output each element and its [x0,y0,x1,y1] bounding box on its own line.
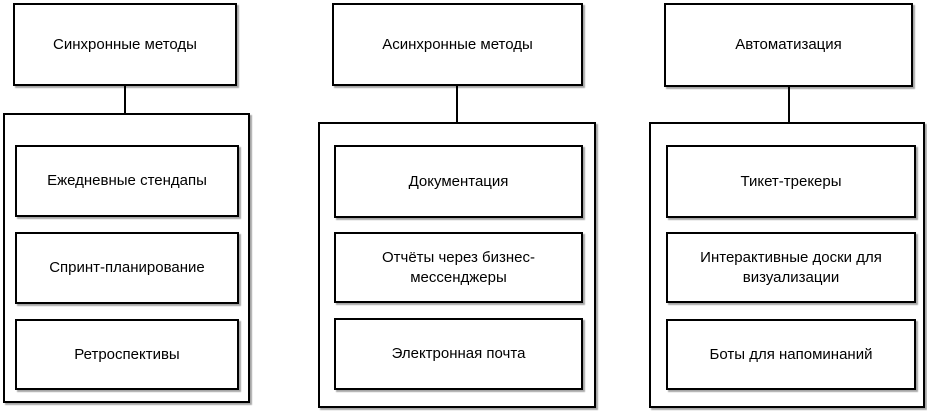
item-label: Интерактивные доски для визуализации [700,249,882,286]
item-box-ticket-trackers: Тикет-трекеры [666,145,916,218]
header-label: Асинхронные методы [382,35,533,53]
item-label: Отчёты через бизнес-мессенджеры [381,249,536,286]
item-box-business-messenger-reports: Отчёты через бизнес-мессенджеры [334,232,583,303]
group-container-asynchronous: Документация Отчёты через бизнес-мессенд… [318,122,596,408]
item-label: Тикет-трекеры [740,172,842,190]
header-box-asynchronous-methods: Асинхронные методы [332,3,583,86]
item-box-reminder-bots: Боты для напоминаний [666,319,916,390]
item-label: Ежедневные стендапы [47,172,207,190]
item-label: Боты для напоминаний [709,345,873,363]
item-box-sprint-planning: Спринт-планирование [15,232,239,304]
item-label: Документация [408,172,509,190]
item-box-daily-standups: Ежедневные стендапы [15,145,239,217]
item-label: Спринт-планирование [49,259,205,277]
item-box-retrospectives: Ретроспективы [15,319,239,390]
group-container-synchronous: Ежедневные стендапы Спринт-планирование … [3,113,250,403]
group-container-automation: Тикет-трекеры Интерактивные доски для ви… [649,122,925,408]
item-box-interactive-boards: Интерактивные доски для визуализации [666,232,916,303]
header-label: Синхронные методы [53,35,197,53]
item-label: Ретроспективы [74,345,180,363]
header-box-synchronous-methods: Синхронные методы [13,3,237,86]
item-label: Электронная почта [391,345,526,363]
item-box-email: Электронная почта [334,318,583,390]
header-label: Автоматизация [735,36,842,54]
header-box-automation: Автоматизация [664,3,913,87]
item-box-documentation: Документация [334,145,583,218]
